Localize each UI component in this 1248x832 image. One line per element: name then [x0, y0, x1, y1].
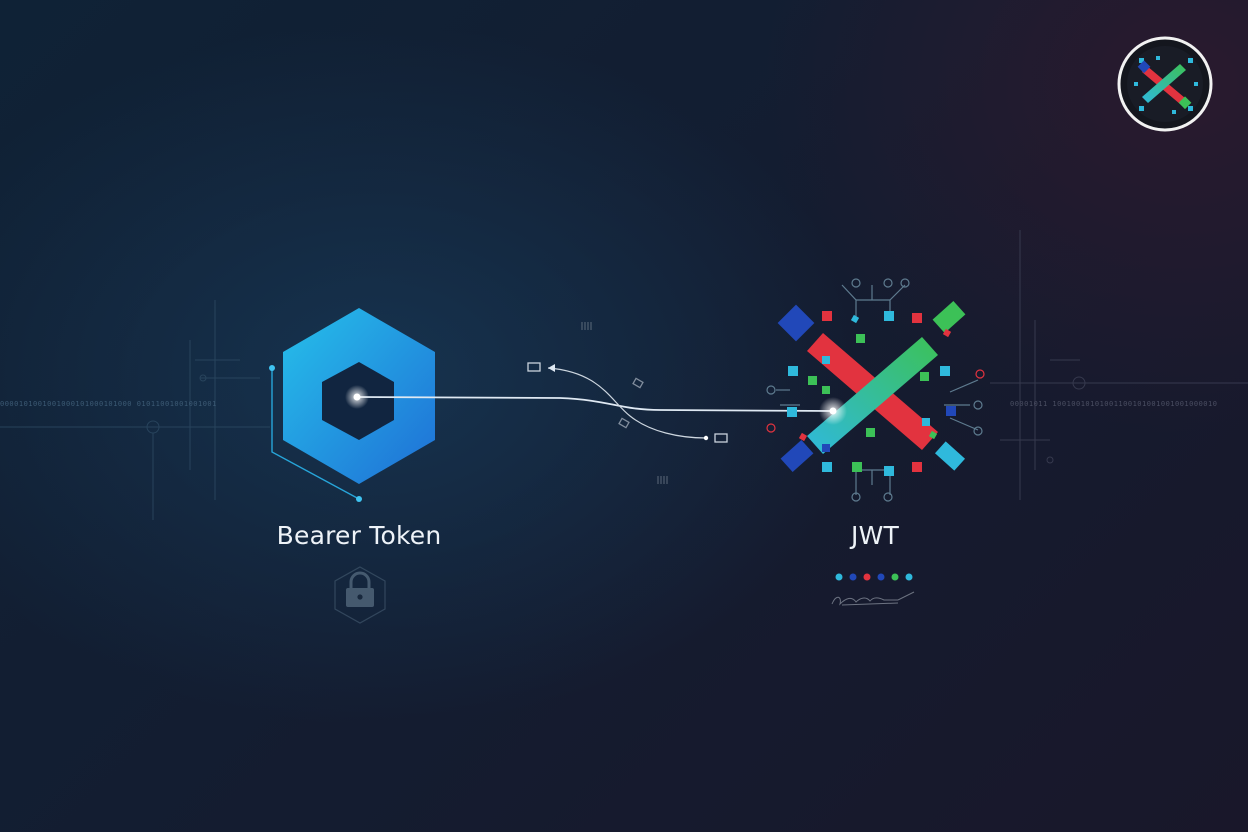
data-packet-icons: [527, 362, 728, 443]
jwt-label: JWT: [851, 521, 899, 550]
connection-lines: [356, 364, 834, 441]
circuit-traces-left: [0, 300, 270, 520]
bearer-token-label: Bearer Token: [276, 521, 442, 550]
jwt-x-logo-icon: [766, 278, 985, 502]
padlock-icon: [334, 566, 386, 624]
signature-icon: [831, 591, 915, 606]
bearer-endpoint-core: [353, 393, 361, 401]
jwt-endpoint-core: [829, 407, 837, 415]
binary-stream-right: 00001011 1001001010100110010100100100100…: [1010, 400, 1218, 408]
jwt-logo-badge-icon: [1117, 36, 1213, 132]
circuit-traces-right: [990, 230, 1248, 500]
binary-stream-left: 0000101001001000101000101000 01011001001…: [0, 400, 217, 408]
barcode-ticks: [581, 322, 668, 484]
jwt-color-dots: [835, 573, 913, 581]
